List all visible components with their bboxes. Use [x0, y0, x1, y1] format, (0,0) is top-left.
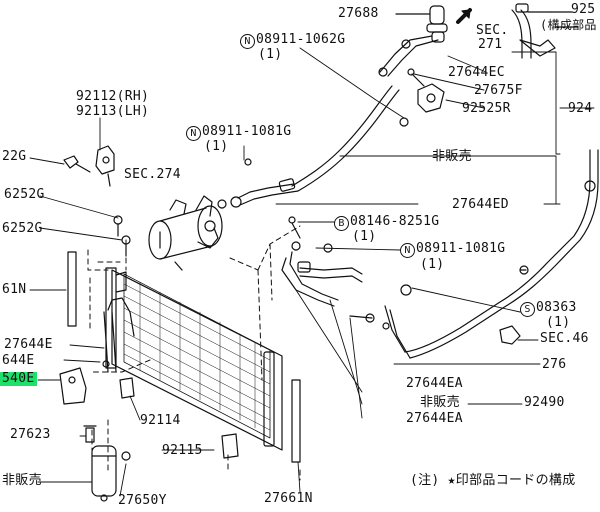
label-08146-qty: (1) — [352, 229, 377, 244]
sensor-27623 — [83, 425, 97, 443]
bracket-540e — [59, 367, 87, 405]
bolt-08146 — [288, 216, 301, 239]
bolts-6252g — [113, 215, 131, 257]
label-92490: 92490 — [524, 395, 565, 410]
label-27688: 27688 — [338, 6, 379, 21]
label-sec274: SEC.274 — [124, 167, 181, 182]
part-number: 08363 — [536, 300, 577, 315]
label-92115: 92115 — [162, 443, 203, 458]
b-marker-icon: B — [334, 216, 349, 231]
pipe-right-vertical — [384, 149, 599, 359]
label-92112: 92112(RH) — [76, 89, 150, 104]
label-sec46: SEC.46 — [540, 331, 589, 346]
part-number: 08146-8251G — [350, 214, 440, 229]
label-hihanbai-b: 非販売 — [420, 395, 460, 410]
bolt-22g — [63, 155, 91, 173]
bracket-92112 — [95, 145, 115, 187]
label-27623: 27623 — [10, 427, 51, 442]
n-marker-icon: N — [186, 126, 201, 141]
hose-27644ec — [378, 35, 439, 77]
n-marker-icon: N — [400, 243, 415, 258]
label-924: 924 — [568, 101, 593, 116]
label-08911-1081g-a-qty: (1) — [204, 139, 229, 154]
note-text: (注) ★印部品コードの構成 — [410, 473, 576, 488]
label-22g: 22G — [2, 149, 27, 164]
seal-27661n — [291, 379, 301, 463]
label-92114: 92114 — [140, 413, 181, 428]
n-marker-icon: N — [240, 34, 255, 49]
part-number: 08911-1081G — [416, 241, 506, 256]
label-27650y: 27650Y — [118, 493, 167, 508]
hose-main-low — [217, 85, 409, 209]
receiver-27650y — [91, 445, 131, 502]
label-27644ed: 27644ED — [452, 197, 509, 212]
label-27661n: 27661N — [264, 491, 313, 506]
phantom-lines — [87, 225, 301, 481]
condenser — [105, 267, 283, 451]
label-6252g-b: 6252G — [2, 221, 43, 236]
label-27644ea-a: 27644EA — [406, 376, 463, 391]
label-27644e: 27644E — [4, 337, 53, 352]
part-number: 08911-1062G — [256, 32, 346, 47]
top-fitting-27688 — [395, 5, 448, 43]
label-hihanbai-a: 非販売 — [432, 149, 472, 164]
direction-arrow-head — [461, 9, 471, 19]
label-hihanbai-c: 非販売 — [2, 473, 42, 488]
hose-27644ea — [281, 241, 390, 330]
fitting-92525r — [407, 68, 445, 113]
label-27675f: 27675F — [474, 83, 523, 98]
leader-lines — [29, 13, 595, 497]
pipe-top-right — [511, 3, 556, 59]
label-27644ea-b: 27644EA — [406, 411, 463, 426]
label-sec-b: 271 — [478, 37, 503, 52]
label-27644ec: 27644EC — [448, 65, 505, 80]
label-644e: 644E — [2, 353, 35, 368]
label-92525r: 92525R — [462, 101, 511, 116]
label-925: 925 — [571, 2, 596, 17]
bracket-92115 — [221, 433, 239, 459]
label-540e-highlighted[interactable]: 540E — [0, 371, 37, 386]
label-08363-qty: (1) — [546, 315, 571, 330]
s-marker-icon: S — [520, 302, 535, 317]
compressor — [148, 195, 223, 271]
label-sec-a: SEC. — [476, 23, 509, 38]
seal-61n — [67, 251, 77, 327]
label-61n: 61N — [2, 282, 27, 297]
label-kousei: (構成部品 — [540, 18, 597, 32]
label-276: 276 — [542, 357, 567, 372]
label-08911-1062g-qty: (1) — [258, 47, 283, 62]
part-number: 08911-1081G — [202, 124, 292, 139]
label-6252g-a: 6252G — [4, 187, 45, 202]
label-92113: 92113(LH) — [76, 104, 150, 119]
pipe-27644e — [102, 297, 135, 373]
label-08911-1081g-b-qty: (1) — [420, 257, 445, 272]
bracket-92114 — [119, 377, 135, 399]
